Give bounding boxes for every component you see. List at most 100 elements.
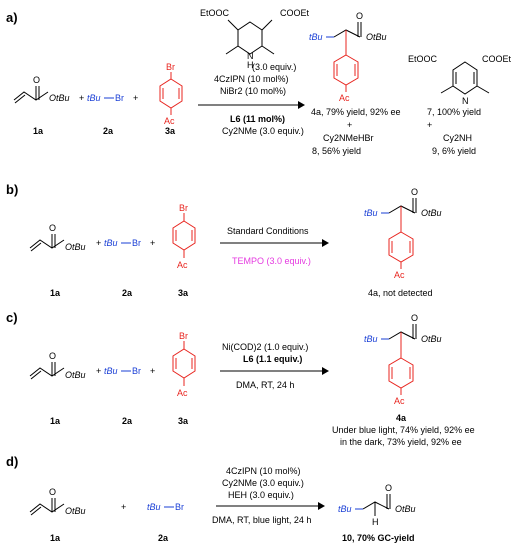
- condition-line: Cy2NMe (3.0 equiv.): [222, 478, 304, 488]
- condition-line: Ni(COD)2 (1.0 equiv.): [222, 342, 308, 352]
- panel-a-letter: a): [6, 10, 18, 25]
- arrowhead: [318, 502, 325, 510]
- bromide: Br: [132, 366, 141, 376]
- condition-line: DMA, RT, blue light, 24 h: [212, 515, 311, 525]
- conditions-a: (3.0 equiv.) 4CzIPN (10 mol%) NiBr2 (10 …: [214, 62, 304, 136]
- label-2a: 2a: [158, 533, 169, 543]
- plus-sign-2: +: [150, 366, 155, 376]
- bromide: Br: [115, 93, 124, 103]
- product-oxygen: O: [411, 187, 418, 197]
- product-hydrogen: H: [372, 517, 379, 527]
- plus-sign-3: +: [347, 120, 352, 130]
- condition-line: L6 (1.1 equiv.): [243, 354, 302, 364]
- condition-line: 4CzIPN (10 mol%): [214, 74, 289, 84]
- result-b: 4a, not detected: [368, 288, 433, 298]
- plus-sign-2: +: [133, 93, 138, 103]
- condition-line: DMA, RT, 24 h: [236, 380, 294, 390]
- result-8: 8, 56% yield: [312, 146, 361, 156]
- product-4a: tBu O OtBu Ac: [309, 11, 387, 103]
- condition-line: L6 (11 mol%): [230, 114, 285, 124]
- label-3a: 3a: [178, 288, 189, 298]
- product-ac: Ac: [394, 270, 405, 280]
- reagent-tbubr: tBu Br: [87, 93, 124, 103]
- aryl-br: Br: [179, 331, 188, 341]
- label-1a: 1a: [33, 126, 44, 136]
- product-oxygen: O: [411, 313, 418, 323]
- panel-a: a) O OtBu 1a + tBu Br 2a + Br Ac: [6, 8, 512, 156]
- acrylate-oxygen: O: [33, 75, 40, 85]
- heh-nitrogen: N: [247, 51, 254, 61]
- result-light: Under blue light, 74% yield, 92% ee: [332, 425, 475, 435]
- arrowhead: [298, 101, 305, 109]
- condition-line: 4CzIPN (10 mol%): [226, 466, 301, 476]
- product-otbu: OtBu: [395, 504, 416, 514]
- result-9: 9, 6% yield: [432, 146, 476, 156]
- label-2a: 2a: [122, 288, 133, 298]
- ammonium-salt-8: Cy2NMeHBr: [323, 133, 374, 143]
- bromide: Br: [175, 502, 184, 512]
- tempo-condition: TEMPO (3.0 equiv.): [232, 256, 311, 266]
- result-dark: in the dark, 73% yield, 92% ee: [340, 437, 462, 447]
- aryl-br: Br: [179, 203, 188, 213]
- pyridine-ester-left: EtOOC: [408, 54, 438, 64]
- acrylate-oxygen: O: [49, 223, 56, 233]
- product-ac: Ac: [339, 93, 350, 103]
- amine-9: Cy2NH: [443, 133, 472, 143]
- aryl-ac: Ac: [177, 260, 188, 270]
- condition-line: Cy2NMe (3.0 equiv.): [222, 126, 304, 136]
- panel-d-letter: d): [6, 454, 18, 469]
- product-tbu: tBu: [309, 32, 323, 42]
- hantzsch-ester: EtOOC COOEt N H: [200, 8, 310, 70]
- arrowhead: [322, 239, 329, 247]
- tbu-group: tBu: [147, 502, 161, 512]
- aryl-br: Br: [166, 62, 175, 72]
- product-otbu: OtBu: [366, 32, 387, 42]
- pyridine-7: EtOOC COOEt N: [408, 54, 512, 106]
- plus-sign: +: [79, 93, 84, 103]
- acrylate-oxygen: O: [49, 351, 56, 361]
- standard-conditions: Standard Conditions: [227, 226, 309, 236]
- label-2a: 2a: [103, 126, 114, 136]
- pyridine-nitrogen: N: [462, 96, 469, 106]
- condition-line: NiBr2 (10 mol%): [220, 86, 286, 96]
- tbu-group: tBu: [104, 238, 118, 248]
- acrylate-1a: O OtBu: [13, 75, 70, 104]
- heh-ester-right: COOEt: [280, 8, 310, 18]
- bromide: Br: [132, 238, 141, 248]
- tbu-group: tBu: [104, 366, 118, 376]
- product-tbu: tBu: [338, 504, 352, 514]
- acrylate-otbu: OtBu: [49, 93, 70, 103]
- panel-c-letter: c): [6, 310, 18, 325]
- product-oxygen: O: [356, 11, 363, 21]
- label-1a: 1a: [50, 533, 61, 543]
- tbu-group: tBu: [87, 93, 101, 103]
- label-3a: 3a: [178, 416, 189, 426]
- product-otbu: OtBu: [421, 208, 442, 218]
- panel-d: d) O OtBu 1a + tBu Br 2a 4CzIPN (10 mol%…: [6, 454, 416, 543]
- pyridine-ester-right: COOEt: [482, 54, 512, 64]
- product-ac: Ac: [394, 396, 405, 406]
- result-10: 10, 70% GC-yield: [342, 533, 415, 543]
- label-3a: 3a: [165, 126, 176, 136]
- condition-line: (3.0 equiv.): [252, 62, 296, 72]
- plus-sign-2: +: [150, 238, 155, 248]
- heh-hydrogen: H: [247, 60, 254, 70]
- product-tbu: tBu: [364, 208, 378, 218]
- result-7: 7, 100% yield: [427, 107, 481, 117]
- label-1a: 1a: [50, 416, 61, 426]
- panel-c: c) O OtBu 1a + tBu Br 2a + Br Ac 3a Ni(C…: [6, 310, 475, 447]
- panel-b: b) O OtBu 1a + tBu Br 2a + Br Ac 3a Stan…: [6, 182, 442, 298]
- label-2a: 2a: [122, 416, 133, 426]
- plus-sign: +: [96, 366, 101, 376]
- acrylate-otbu: OtBu: [65, 506, 86, 516]
- heh-ester-left: EtOOC: [200, 8, 230, 18]
- condition-line: HEH (3.0 equiv.): [228, 490, 294, 500]
- plus-sign-4: +: [427, 120, 432, 130]
- arrowhead: [322, 367, 329, 375]
- plus-sign: +: [96, 238, 101, 248]
- product-otbu: OtBu: [421, 334, 442, 344]
- acrylate-oxygen: O: [49, 487, 56, 497]
- panel-b-letter: b): [6, 182, 18, 197]
- aryl-bromide-3a: Br Ac: [159, 62, 183, 126]
